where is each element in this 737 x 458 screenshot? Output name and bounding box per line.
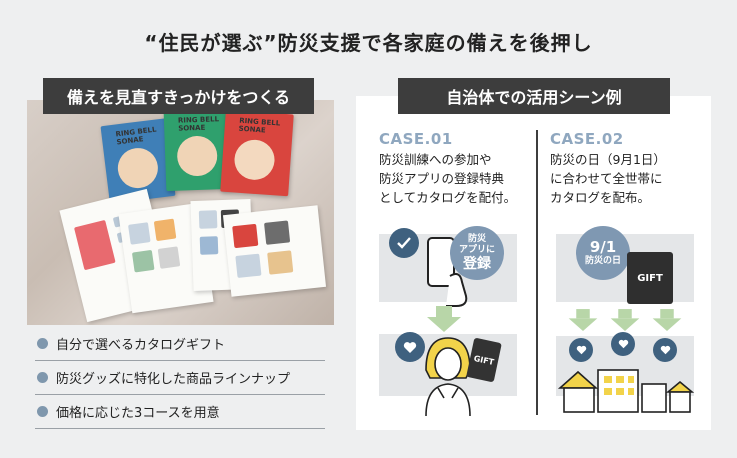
houses-icon [557, 369, 695, 413]
case-divider [536, 130, 538, 415]
heart-bubble-icon [611, 332, 635, 356]
list-item: 価格に応じた3コースを用意 [35, 395, 325, 429]
heart-bubble-icon [395, 332, 425, 362]
feature-list: 自分で選べるカタログギフト 防災グッズに特化した商品ラインナップ 価格に応じた3… [35, 327, 325, 429]
left-banner: 備えを見直すきっかけをつくる [43, 78, 314, 114]
smartphone-hand-icon [427, 237, 468, 307]
catalog-photo: RING BELL SONAE RING BELL SONAE RING BEL… [27, 100, 334, 325]
case1-text: 防災訓練への参加や 防災アプリの登録特典 としてカタログを配付。 [379, 152, 517, 205]
arrow-down-icon [427, 306, 461, 332]
check-bubble-icon [389, 228, 419, 258]
bullet-icon [37, 338, 48, 349]
case2-title: CASE.02 [550, 130, 624, 148]
catalog-open-page-4 [222, 205, 327, 297]
gift-catalog-icon: GIFT [627, 252, 673, 304]
case2-text: 防災の日（9月1日） に合わせて全世帯に カタログを配布。 [550, 152, 666, 205]
catalog-booklet-red: RING BELL SONAE [220, 109, 294, 197]
arrow-down-icon [652, 309, 682, 331]
bullet-icon [37, 406, 48, 417]
person-icon [425, 337, 471, 416]
list-item: 防災グッズに特化した商品ラインナップ [35, 361, 325, 395]
arrow-down-icon [610, 309, 640, 331]
case1-title: CASE.01 [379, 130, 453, 148]
right-banner: 自治体での活用シーン例 [398, 78, 670, 114]
bullet-icon [37, 372, 48, 383]
arrow-down-icon [568, 309, 598, 331]
app-register-badge: 防災 アプリに 登録 [450, 226, 504, 280]
list-item: 自分で選べるカタログギフト [35, 327, 325, 361]
disaster-day-badge: 9/1 防災の日 [576, 226, 630, 280]
heart-bubble-icon [569, 338, 593, 362]
page-title: “住民が選ぶ”防災支援で各家庭の備えを後押し [144, 31, 593, 55]
heart-bubble-icon [653, 338, 677, 362]
